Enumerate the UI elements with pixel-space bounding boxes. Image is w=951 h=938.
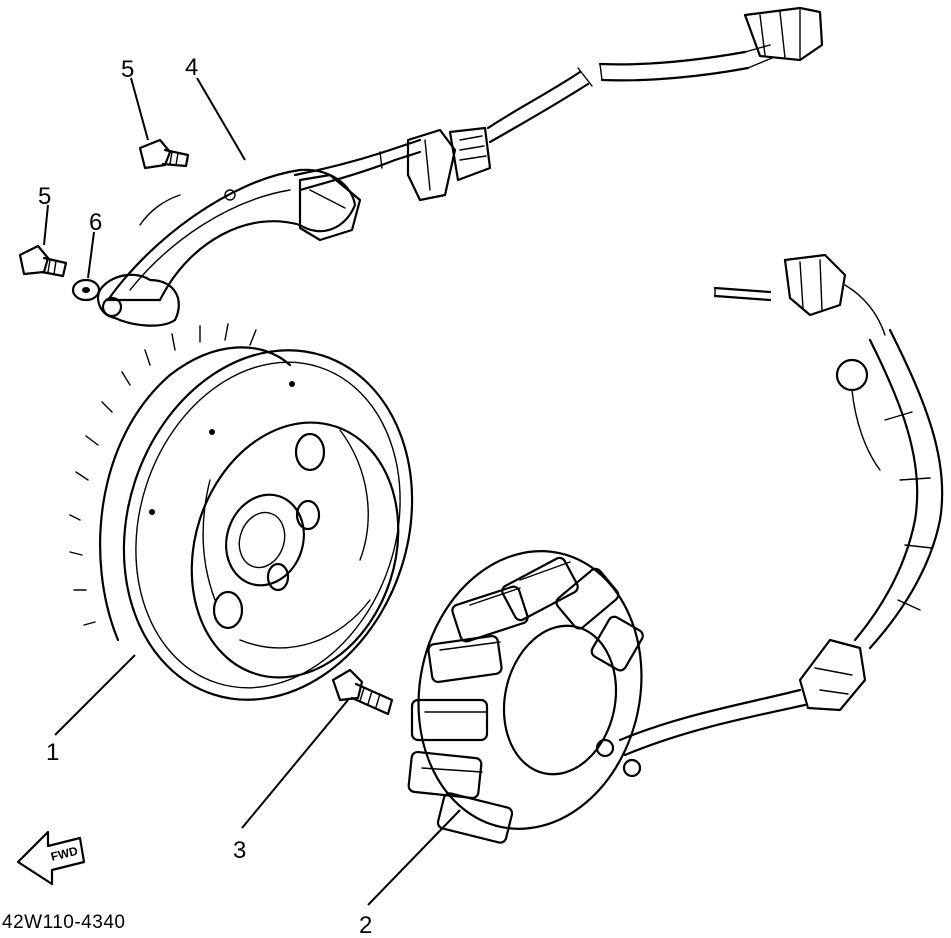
stator-assembly	[407, 253, 944, 844]
callout-screw-lower: 5	[38, 183, 51, 210]
leader-lines	[43, 77, 461, 906]
fwd-arrow: FWD	[16, 830, 86, 886]
callout-stator-bolt: 3	[233, 837, 246, 864]
washer	[71, 278, 101, 302]
screw-lower	[18, 244, 68, 278]
pickup-coil-assembly	[97, 6, 824, 327]
callout-stator: 2	[359, 912, 372, 933]
callout-screw-upper: 5	[121, 56, 134, 83]
callout-pickup-coil: 4	[185, 54, 198, 81]
flywheel-rotor	[69, 323, 414, 701]
callout-flywheel: 1	[46, 739, 59, 766]
fwd-label: FWD	[49, 844, 79, 864]
diagram-code: 42W110-4340	[2, 912, 125, 933]
screw-upper	[138, 138, 190, 170]
callout-washer: 6	[89, 209, 102, 236]
stator-bolt	[331, 668, 394, 716]
